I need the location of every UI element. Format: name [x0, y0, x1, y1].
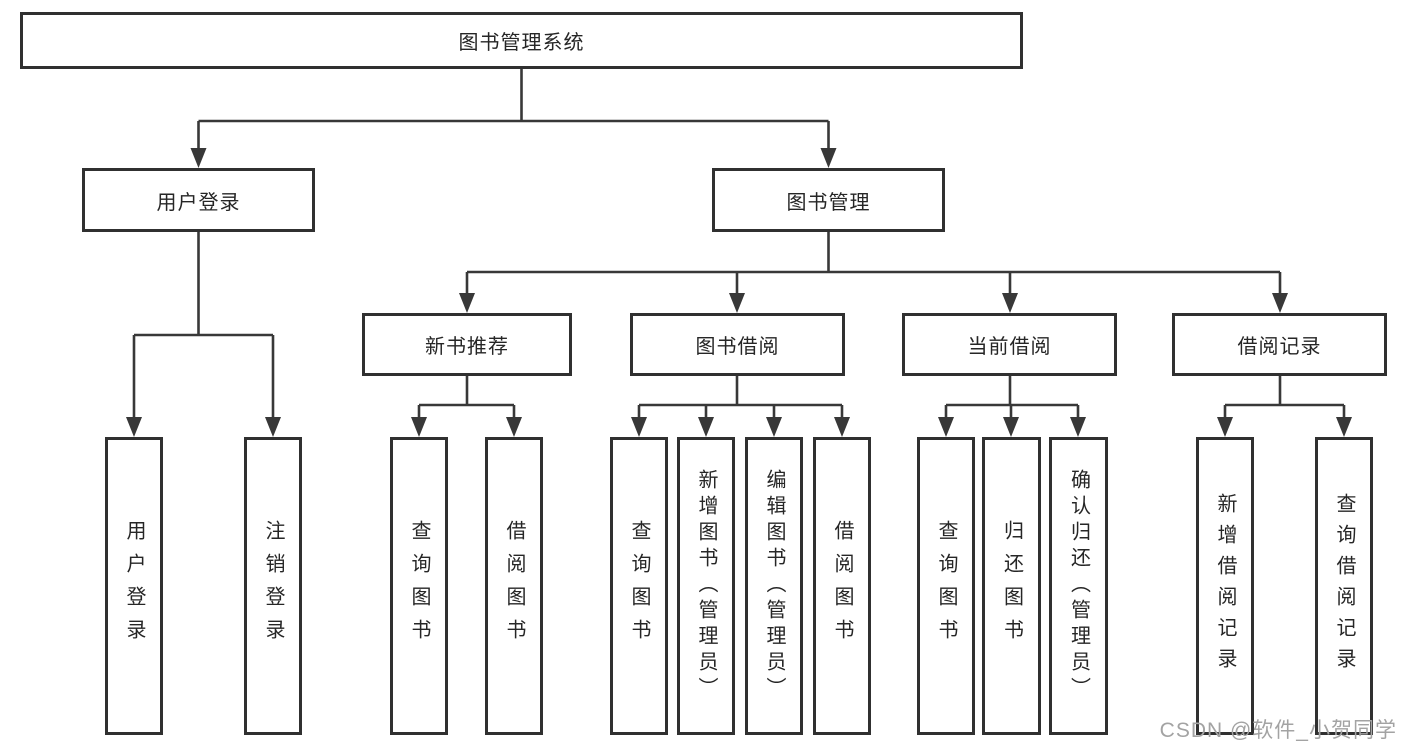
leaf-bb-query-books: 查询图书 [610, 437, 668, 735]
node-new-book-recommend: 新书推荐 [362, 313, 572, 376]
node-book-management: 图书管理 [712, 168, 945, 232]
leaf-bb-edit-books-admin-label: 编辑图书（管理员） [763, 469, 785, 703]
node-new-book-recommend-label: 新书推荐 [425, 336, 509, 358]
node-book-borrowing-label: 图书借阅 [695, 336, 780, 358]
leaf-nb-query-books: 查询图书 [390, 437, 448, 735]
arrow-leaf-bb-edit [766, 417, 782, 437]
arrow-leaf-nb-borrow [506, 417, 522, 437]
node-current-borrowing: 当前借阅 [902, 313, 1117, 376]
leaf-nb-borrow-books-label: 借阅图书 [503, 520, 525, 652]
arrow-leaf-bb-borrow [834, 417, 850, 437]
leaf-br-query-record: 查询借阅记录 [1315, 437, 1373, 735]
leaf-user-login-label: 用户登录 [123, 520, 145, 652]
leaf-bb-add-books-admin: 新增图书（管理员） [677, 437, 735, 735]
arrow-leaf-cb-confirm [1070, 417, 1086, 437]
node-book-management-label: 图书管理 [786, 191, 871, 214]
arrowheads [126, 148, 1352, 437]
leaf-cb-query-books: 查询图书 [917, 437, 975, 735]
node-root-system: 图书管理系统 [20, 12, 1023, 69]
arrow-bookmgmt [820, 148, 837, 168]
leaf-cb-return-books-label: 归还图书 [1000, 520, 1023, 652]
leaf-cb-confirm-return-admin: 确认归还（管理员） [1049, 437, 1108, 735]
leaf-bb-add-books-admin-label: 新增图书（管理员） [695, 469, 717, 703]
arrow-leaf-br-query [1336, 417, 1352, 437]
arrow-userlogin [190, 148, 207, 168]
leaf-user-login: 用户登录 [105, 437, 163, 735]
node-book-borrowing: 图书借阅 [630, 313, 845, 376]
leaf-logout: 注销登录 [244, 437, 302, 735]
arrow-leaf-bb-query [631, 417, 647, 437]
leaf-bb-edit-books-admin: 编辑图书（管理员） [745, 437, 803, 735]
leaf-cb-return-books: 归还图书 [982, 437, 1041, 735]
leaf-cb-query-books-label: 查询图书 [935, 520, 957, 652]
arrow-leaf-br-add [1217, 417, 1233, 437]
leaf-bb-borrow-books: 借阅图书 [813, 437, 871, 735]
leaf-br-query-record-label: 查询借阅记录 [1333, 493, 1355, 679]
leaf-bb-query-books-label: 查询图书 [628, 520, 650, 652]
arrow-leaf-logout [265, 417, 281, 437]
arrow-leaf-bb-add [698, 417, 714, 437]
node-borrowing-records-label: 借阅记录 [1237, 336, 1322, 358]
arrow-bookborrow [729, 293, 745, 313]
leaf-bb-borrow-books-label: 借阅图书 [831, 520, 853, 652]
node-current-borrowing-label: 当前借阅 [967, 336, 1052, 358]
csdn-watermark: CSDN @软件_小贺同学 [1159, 719, 1397, 742]
leaf-logout-label: 注销登录 [262, 520, 284, 652]
arrow-leaf-userlogin [126, 417, 142, 437]
arrow-borrowrecords [1272, 293, 1288, 313]
leaf-br-add-record: 新增借阅记录 [1196, 437, 1254, 735]
arrow-newbook [459, 293, 475, 313]
node-root-label: 图书管理系统 [458, 32, 585, 54]
node-user-login-label: 用户登录 [156, 191, 241, 214]
arrow-leaf-cb-query [938, 417, 954, 437]
node-user-login: 用户登录 [82, 168, 315, 232]
leaf-br-add-record-label: 新增借阅记录 [1214, 493, 1236, 679]
arrow-leaf-cb-return [1003, 417, 1019, 437]
arrow-currentborrow [1002, 293, 1018, 313]
leaf-cb-confirm-return-admin-label: 确认归还（管理员） [1067, 469, 1090, 703]
leaf-nb-query-books-label: 查询图书 [408, 520, 430, 652]
node-borrowing-records: 借阅记录 [1172, 313, 1387, 376]
leaf-nb-borrow-books: 借阅图书 [485, 437, 543, 735]
arrow-leaf-nb-query [411, 417, 427, 437]
